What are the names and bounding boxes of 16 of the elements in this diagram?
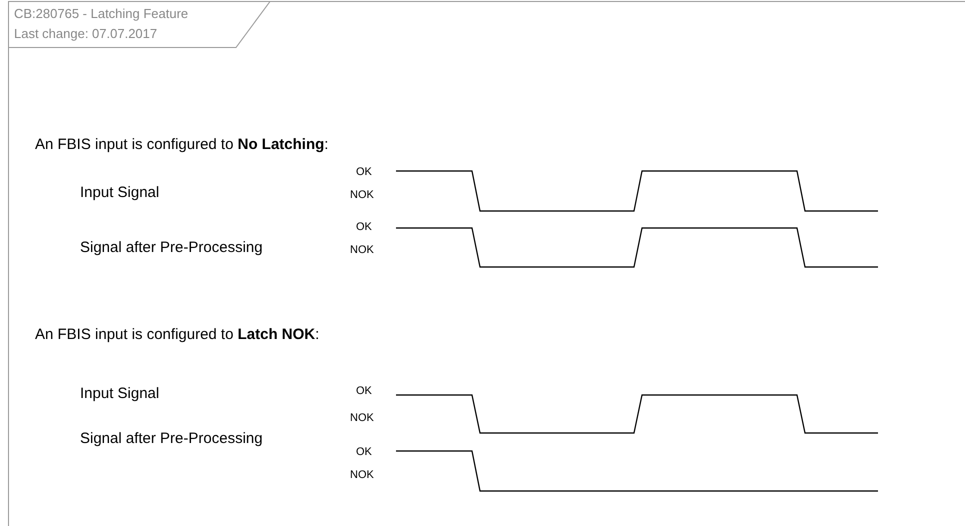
level-label: NOK (350, 244, 374, 256)
signal-name: Input Signal (80, 385, 160, 402)
section-heading: An FBIS input is configured to No Latching: (35, 136, 328, 153)
level-label: NOK (350, 412, 374, 424)
signal-name: Signal after Pre-Processing (80, 430, 263, 447)
level-label: NOK (350, 469, 374, 481)
section-heading: An FBIS input is configured to Latch NOK: (35, 326, 320, 343)
signal-name: Input Signal (80, 184, 160, 201)
signal-name: Signal after Pre-Processing (80, 239, 263, 256)
date-note: Last change: 07.07.2017 (14, 26, 158, 41)
level-label: OK (356, 385, 372, 397)
level-label: OK (356, 221, 372, 233)
frame-title: CB:280765 - Latching Feature (14, 6, 188, 21)
level-label: OK (356, 446, 372, 458)
level-label: NOK (350, 189, 374, 201)
level-label: OK (356, 166, 372, 178)
